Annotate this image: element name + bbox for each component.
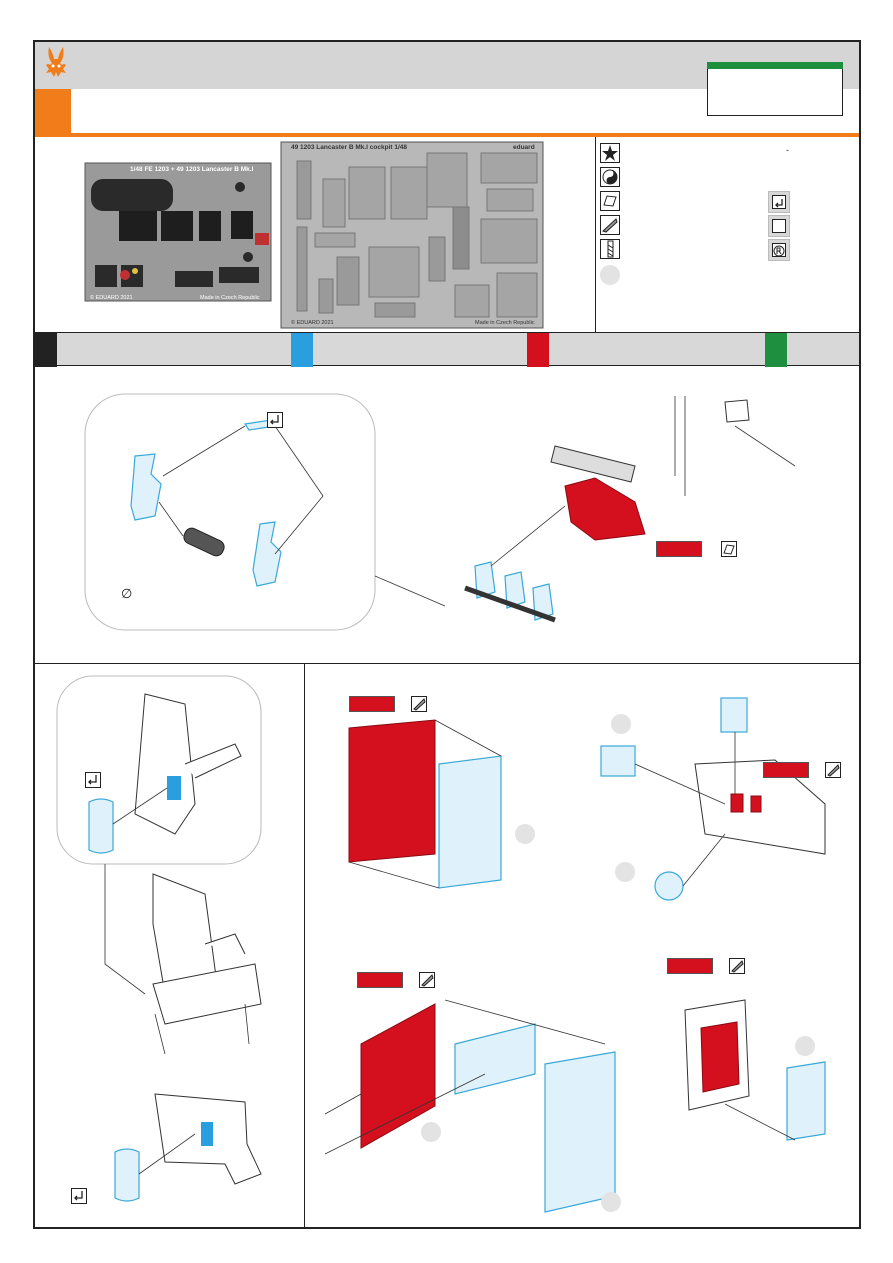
red-panel-a [348, 719, 436, 863]
grey-marker-d [421, 1122, 441, 1142]
rod-part [183, 527, 225, 557]
grey-marker-c [615, 862, 635, 882]
red-paint-label-c [357, 972, 403, 988]
pe-small-a [720, 697, 748, 733]
pilot-seat-drawing [56, 675, 262, 1202]
pe-seat-strap-b [114, 1148, 140, 1202]
sanding-marker-icon-c [419, 972, 435, 988]
pe-gauge [654, 871, 684, 901]
grey-marker [600, 265, 620, 285]
yin-yang-icon [600, 167, 620, 187]
pe-panel-d [786, 1061, 826, 1141]
red-paint-label [656, 541, 702, 557]
fret-area: 1/48 FE 1203 + 49 1203 Lancaster B Mk.I … [35, 137, 595, 332]
color-swatch-blue [291, 333, 313, 367]
cockpit-side-assembly [374, 396, 796, 623]
grey-marker-a [515, 824, 535, 844]
pe-side-plate-b [252, 521, 282, 587]
grey-marker-b [611, 714, 631, 734]
pe-side-plate-a [130, 453, 162, 521]
star-icon [600, 143, 620, 163]
sanding-marker-icon-d [729, 958, 745, 974]
red-panel-b [360, 1003, 436, 1149]
instruction-sheet: 1/48 FE 1203 + 49 1203 Lancaster B Mk.I … [33, 40, 861, 1229]
grey-marker-f [795, 1036, 815, 1056]
color-bar [35, 332, 859, 367]
color-swatch-black [35, 333, 57, 367]
step-instrument-panels [305, 664, 859, 1227]
fret-right [280, 141, 544, 329]
blank-icon [768, 215, 790, 237]
fold-marker-icon-c [71, 1188, 87, 1204]
fret-right-brand: eduard [513, 144, 535, 151]
step-seat-drawing: ∅ [84, 393, 796, 631]
legend-area: - [595, 137, 859, 332]
fret-left [84, 162, 272, 302]
fret-drawings: 1/48 FE 1203 + 49 1203 Lancaster B Mk.I … [84, 141, 544, 329]
color-swatch-green [765, 333, 787, 367]
red-panel-c [700, 1021, 740, 1093]
fret-left-made-in: Made in Czech Republic [200, 295, 260, 301]
legend-dash: - [786, 145, 789, 155]
step-pilot-seat [35, 664, 305, 1227]
diameter-symbol: ∅ [121, 587, 132, 602]
red-paint-label-d [667, 958, 713, 974]
fret-left-title: 1/48 FE 1203 + 49 1203 Lancaster B Mk.I [130, 166, 254, 173]
sanding-marker-icon-a [411, 696, 427, 712]
fret-left-copyright: © EDUARD 2021 [90, 294, 133, 301]
remove-icon [768, 239, 790, 261]
pe-panel-c [544, 1051, 616, 1213]
red-paint-label-b [763, 762, 809, 778]
pe-panel-b [454, 1023, 536, 1095]
orange-block [35, 89, 71, 134]
sanding-marker-icon-b [825, 762, 841, 778]
paper-marker-icon [721, 541, 737, 557]
drill-icon [600, 239, 620, 259]
fold-icon [768, 191, 790, 213]
red-seat-cushion [564, 477, 646, 541]
sanding-icon [600, 215, 620, 235]
grey-marker-e [601, 1192, 621, 1212]
pe-panel-a [438, 755, 502, 889]
orange-rule [35, 133, 859, 137]
color-swatch-red [527, 333, 549, 367]
fret-right-made-in: Made in Czech Republic [475, 320, 535, 326]
paper-icon [600, 191, 620, 211]
fold-marker-icon [267, 412, 283, 428]
fret-right-title: 49 1203 Lancaster B Mk.I cockpit 1/48 [291, 144, 407, 151]
eduard-rabbit-logo-icon [46, 47, 66, 77]
panels-drawing [324, 697, 826, 1213]
pe-seat-strap [88, 798, 114, 854]
header [35, 42, 859, 137]
kit-box-stripe [707, 62, 843, 69]
fold-marker-icon-b [85, 772, 101, 788]
pe-small-b [600, 745, 636, 777]
red-paint-label-a [349, 696, 395, 712]
fret-right-copyright: © EDUARD 2021 [291, 319, 334, 326]
step-seat-assembly: ∅ [35, 366, 859, 664]
kit-number-box [707, 62, 843, 116]
